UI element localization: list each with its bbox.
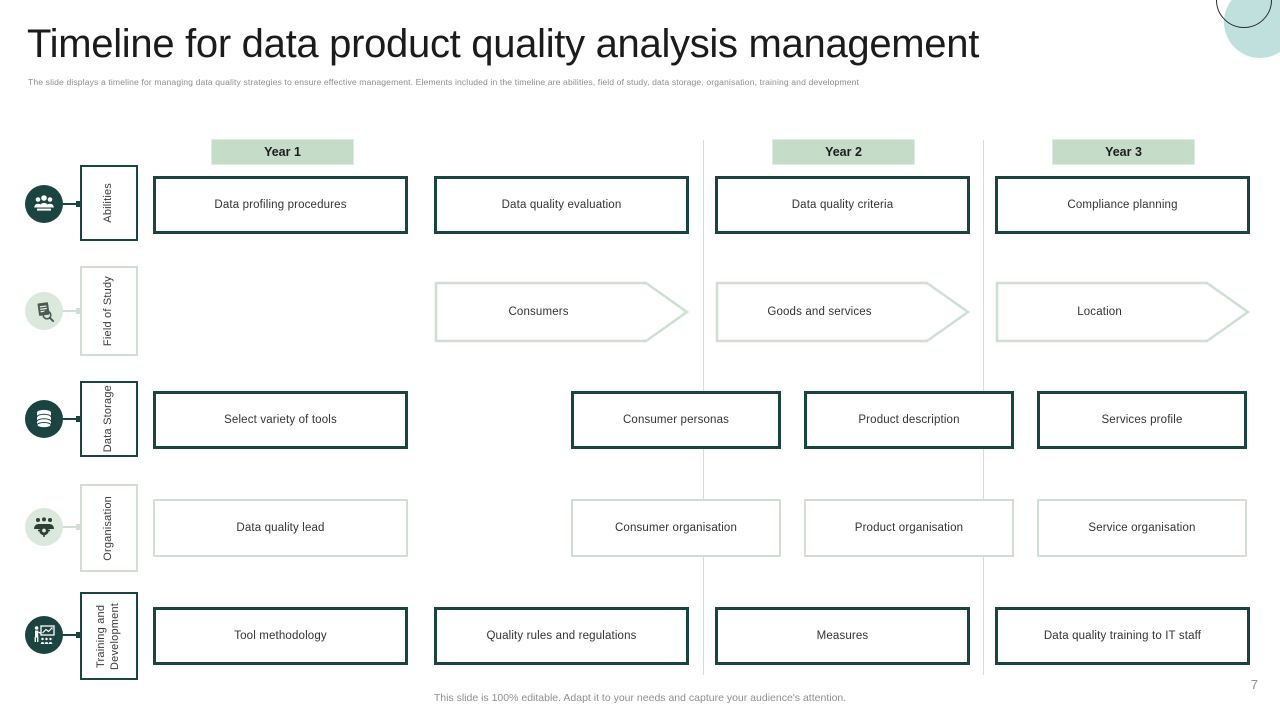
cell-text: Consumer organisation — [614, 522, 738, 534]
cell-text: Quality rules and regulations — [486, 630, 637, 642]
cell-text: Consumer personas — [622, 414, 730, 426]
cell-text: Compliance planning — [1067, 199, 1178, 211]
cell-text: Product organisation — [854, 522, 964, 534]
cell-field-of-study-2[interactable]: Consumers — [434, 281, 689, 343]
cell-organisation-4[interactable]: Service organisation — [1037, 499, 1247, 557]
cell-organisation-1[interactable]: Data quality lead — [153, 499, 408, 557]
database-icon — [25, 400, 63, 438]
cell-data-storage-2[interactable]: Consumer personas — [571, 391, 781, 449]
cell-organisation-3[interactable]: Product organisation — [804, 499, 1014, 557]
cell-field-of-study-3[interactable]: Goods and services — [715, 281, 970, 343]
cell-text: Select variety of tools — [224, 414, 337, 426]
document-search-icon — [25, 292, 63, 330]
cell-abilities-1[interactable]: Data profiling procedures — [153, 176, 408, 234]
cell-text: Services profile — [1101, 414, 1183, 426]
row-connector-2 — [63, 308, 82, 314]
cell-data-storage-3[interactable]: Product description — [804, 391, 1014, 449]
year-header-1[interactable]: Year 1 — [211, 139, 359, 170]
row-label-data-storage: Data Storage — [80, 381, 138, 457]
people-group-icon — [25, 185, 63, 223]
presentation-training-icon — [25, 616, 63, 654]
cell-data-storage-1[interactable]: Select variety of tools — [153, 391, 408, 449]
row-label-text: Organisation — [102, 495, 115, 561]
row-label-organisation: Organisation — [80, 484, 138, 572]
cell-text: Data quality training to IT staff — [1043, 630, 1202, 642]
row-label-text: Field of Study — [102, 275, 115, 347]
cell-field-of-study-4[interactable]: Location — [995, 281, 1250, 343]
row-label-abilities: Abilities — [80, 165, 138, 241]
footer-note: This slide is 100% editable. Adapt it to… — [433, 692, 847, 704]
connector-knob — [76, 524, 82, 530]
connector-knob — [76, 416, 82, 422]
cell-training-4[interactable]: Data quality training to IT staff — [995, 607, 1250, 665]
cell-text: Consumers — [508, 306, 569, 318]
cell-text: Data quality criteria — [791, 199, 894, 211]
row-label-training-and-development: Training and Development — [80, 592, 138, 680]
row-label-text: Abilities — [102, 183, 115, 223]
connector-knob — [76, 201, 82, 207]
row-connector-5 — [63, 632, 82, 638]
page-title: Timeline for data product quality analys… — [27, 22, 980, 66]
page-subtitle: The slide displays a timeline for managi… — [28, 77, 860, 87]
cell-data-storage-4[interactable]: Services profile — [1037, 391, 1247, 449]
cell-abilities-3[interactable]: Data quality criteria — [715, 176, 970, 234]
row-connector-4 — [63, 524, 82, 530]
year-header-3[interactable]: Year 3 — [1052, 139, 1200, 170]
row-connector-3 — [63, 416, 82, 422]
row-label-field-of-study: Field of Study — [80, 266, 138, 356]
cell-abilities-4[interactable]: Compliance planning — [995, 176, 1250, 234]
row-label-text: Training and Development — [95, 602, 121, 670]
cell-training-3[interactable]: Measures — [715, 607, 970, 665]
page-number: 7 — [1250, 677, 1258, 692]
cell-organisation-2[interactable]: Consumer organisation — [571, 499, 781, 557]
team-gear-icon — [25, 508, 63, 546]
year-label: Year 3 — [1105, 145, 1142, 159]
cell-abilities-2[interactable]: Data quality evaluation — [434, 176, 689, 234]
cell-text: Location — [1077, 306, 1122, 318]
cell-text: Goods and services — [767, 306, 872, 318]
year-label: Year 2 — [825, 145, 862, 159]
year-label: Year 1 — [264, 145, 301, 159]
cell-text: Data quality lead — [236, 522, 325, 534]
row-label-text: Data Storage — [102, 385, 115, 453]
row-connector-1 — [63, 201, 82, 207]
cell-text: Service organisation — [1088, 522, 1196, 534]
cell-text: Measures — [816, 630, 869, 642]
connector-knob — [76, 308, 82, 314]
cell-text: Data quality evaluation — [501, 199, 622, 211]
cell-training-1[interactable]: Tool methodology — [153, 607, 408, 665]
cell-text: Product description — [858, 414, 960, 426]
cell-text: Tool methodology — [234, 630, 327, 642]
year-header-2[interactable]: Year 2 — [772, 139, 920, 170]
cell-text: Data profiling procedures — [214, 199, 347, 211]
cell-training-2[interactable]: Quality rules and regulations — [434, 607, 689, 665]
connector-knob — [76, 632, 82, 638]
